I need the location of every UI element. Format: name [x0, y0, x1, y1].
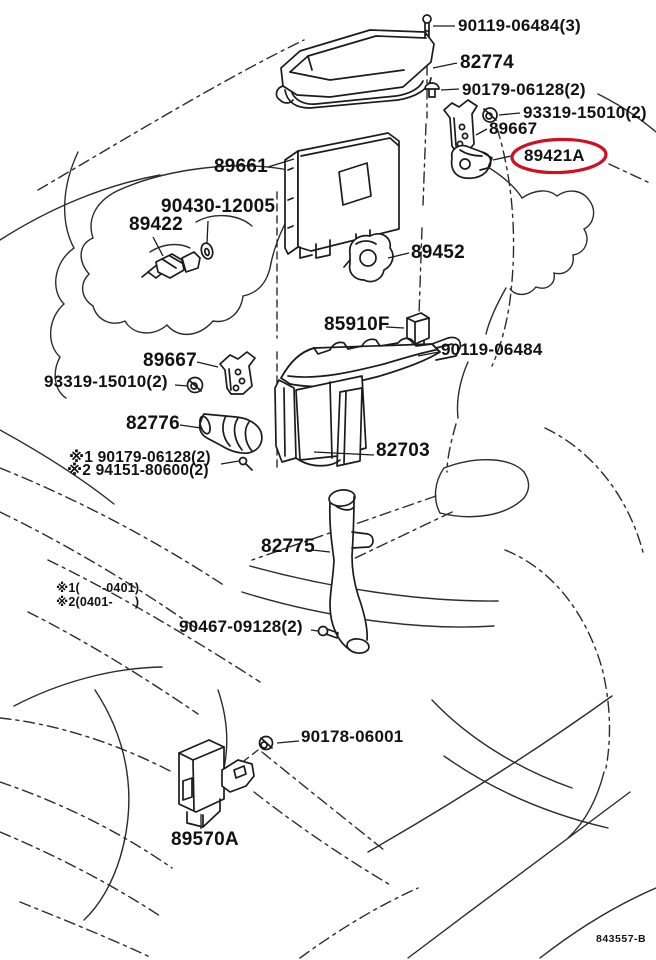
leader-lines [152, 25, 521, 829]
part-89667-bracket-top [443, 99, 478, 153]
drawing-number: 843557-B [596, 933, 647, 945]
part-82775-inlet-tube [328, 489, 374, 654]
part-label-90119-06484-3: 90119-06484(3) [458, 16, 581, 35]
legend-note-2: ※2(0401- ) [56, 595, 140, 609]
part-82703-air-cleaner-case [274, 336, 462, 467]
part-label-89661: 89661 [214, 156, 268, 177]
part-label-89570A: 89570A [171, 829, 239, 850]
part-bolt-90179-mid [238, 456, 253, 471]
part-label-90178-06001: 90178-06001 [301, 727, 404, 746]
part-label-82775: 82775 [261, 536, 315, 557]
part-89667-bracket-mid [219, 351, 256, 395]
part-label-90430-12005: 90430-12005 [161, 196, 276, 217]
part-93319-grommet-mid [186, 376, 204, 394]
part-label-90467-09128-2: 90467-09128(2) [179, 617, 303, 636]
part-label-82703: 82703 [376, 440, 430, 461]
part-89661-ecu [284, 132, 400, 259]
part-rivet-90179-top [424, 82, 440, 98]
car-body-lines [0, 39, 656, 959]
part-label-89421A: 89421A [524, 146, 585, 165]
part-label-85910F: 85910F [324, 314, 390, 335]
legend-note-1: ※1( -0401) [56, 581, 140, 595]
part-93319-grommet-top [482, 107, 498, 123]
part-label-82776: 82776 [126, 413, 180, 434]
part-label-93319-15010-2-top: 93319-15010(2) [523, 103, 647, 122]
part-label-89667-mid: 89667 [143, 350, 197, 371]
part-label-93319-15010-2-mid: 93319-15010(2) [44, 372, 168, 391]
part-bolt-90119-top [422, 14, 432, 38]
part-label-82774: 82774 [460, 52, 514, 73]
part-90178-grommet [258, 735, 274, 751]
part-85910F-relay [406, 312, 430, 353]
part-label-90179-06128-2: 90179-06128(2) [462, 80, 586, 99]
highlight-oval [510, 137, 608, 175]
part-label-89667-top: 89667 [489, 119, 538, 138]
part-82776-hose [198, 413, 263, 455]
part-89570A-relay [178, 739, 259, 828]
part-label-94151-80600-2-alt: ※2 94151-80600(2) [67, 462, 209, 479]
part-label-89452: 89452 [411, 242, 465, 263]
part-bolt-90467 [317, 625, 339, 639]
part-90430-grommet [200, 242, 214, 260]
part-82774-air-cleaner-cap [275, 29, 435, 109]
part-89422-sensor [141, 251, 201, 279]
part-label-89422: 89422 [129, 214, 183, 235]
part-89452-sensor [343, 233, 394, 283]
part-label-90179-06128-2-alt: ※1 90179-06128(2) [69, 449, 211, 466]
part-label-90119-06484: 90119-06484 [441, 340, 543, 359]
part-89421A-sensor [450, 144, 493, 180]
